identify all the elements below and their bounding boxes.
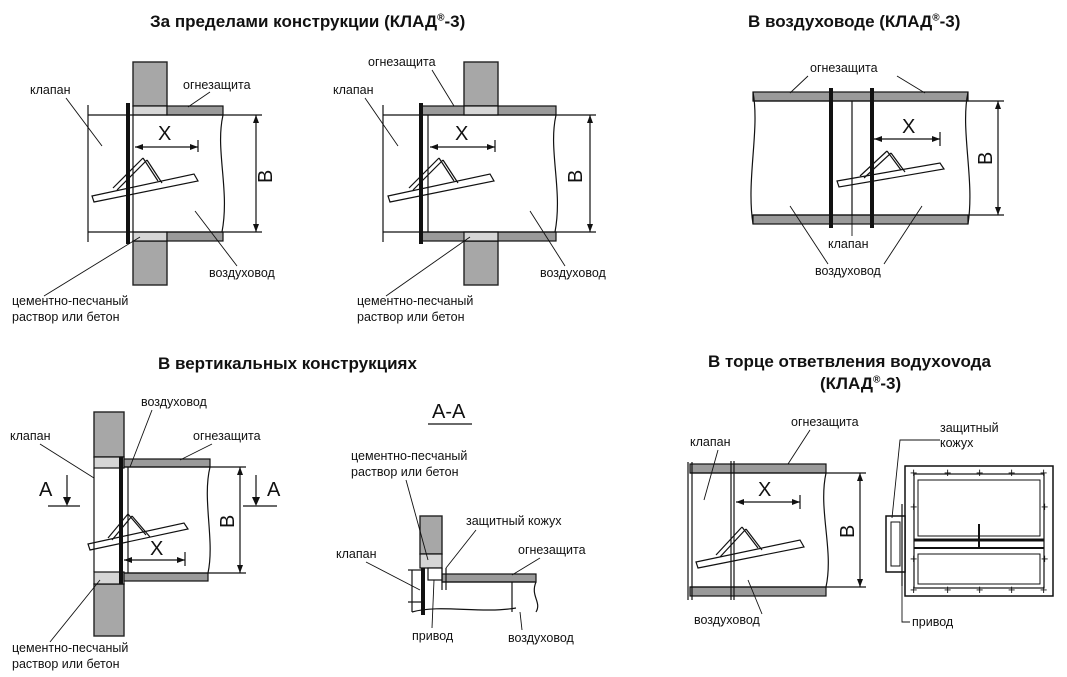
svg-text:+: + xyxy=(910,466,917,480)
dim-b-label-3: В xyxy=(975,152,997,165)
dim-b-label-4: В xyxy=(217,515,239,528)
svg-text:+: + xyxy=(910,583,917,597)
title-outside: За пределами конструкции (КЛАД®-3) xyxy=(150,12,466,31)
wall-upper xyxy=(132,61,168,107)
label-duct-3: воздуховод xyxy=(815,264,882,278)
label-fire-protection: огнезащита xyxy=(183,78,251,92)
svg-text:+: + xyxy=(944,583,951,597)
label-fire-protection-4: огнезащита xyxy=(193,429,261,443)
label-fire-protection-2: огнезащита xyxy=(368,55,436,69)
label-duct-4: воздуховод xyxy=(141,395,208,409)
wall-section xyxy=(419,515,443,555)
label-drive-7: привод xyxy=(912,615,954,629)
svg-text:+: + xyxy=(910,500,917,514)
fire-protection-upper-6 xyxy=(689,463,827,474)
svg-text:+: + xyxy=(1041,552,1048,566)
diagram-outside-right: Х В клапан огнезащита воздуховод цементн… xyxy=(333,55,607,324)
diagram-vertical: Х В А А воздуховод клапан огнезащита цем… xyxy=(10,395,281,671)
label-valve-2: клапан xyxy=(333,83,374,97)
mortar-lower xyxy=(132,231,168,242)
dim-x-label-3: Х xyxy=(902,116,915,138)
svg-text:+: + xyxy=(1040,583,1047,597)
label-mortar-line1-4: цементно-песчаный xyxy=(12,641,128,655)
title-branch-line2: (КЛАД®-3) xyxy=(820,374,902,393)
svg-text:+: + xyxy=(1040,466,1047,480)
label-mortar-line1-2: цементно-песчаный xyxy=(357,294,473,308)
label-mortar-line1: цементно-песчаный xyxy=(12,294,128,308)
drive-inner xyxy=(890,521,901,567)
label-duct-6: воздуховод xyxy=(694,613,761,627)
drive-box xyxy=(427,567,443,581)
svg-text:+: + xyxy=(1041,500,1048,514)
wall-upper-4 xyxy=(93,411,125,458)
dim-b-label: В xyxy=(255,170,277,183)
wall-lower-4 xyxy=(93,583,125,637)
svg-text:+: + xyxy=(944,466,951,480)
diagram-branch-side: Х В клапан огнезащита воздуховод xyxy=(687,415,866,627)
dim-x-label-4: Х xyxy=(150,538,163,560)
wall-lower xyxy=(132,240,168,286)
label-mortar-line1-5: цементно-песчаный xyxy=(351,449,467,463)
label-mortar-line2-4: раствор или бетон xyxy=(12,657,120,671)
svg-text:+: + xyxy=(976,466,983,480)
mortar-upper-2 xyxy=(463,105,499,116)
diagram-outside-left: Х В клапан огнезащита воздуховод цементн… xyxy=(12,61,277,324)
label-duct-5: воздуховод xyxy=(508,631,575,645)
title-vertical: В вертикальных конструкциях xyxy=(158,354,417,373)
label-duct-2: воздуховод xyxy=(540,266,607,280)
label-mortar-line2-5: раствор или бетон xyxy=(351,465,459,479)
dim-x-label-6: Х xyxy=(758,479,771,501)
label-valve-6: клапан xyxy=(690,435,731,449)
title-branch-line1: В торце ответвления водухovода xyxy=(708,352,991,371)
label-fire-protection-6: огнезащита xyxy=(791,415,859,429)
svg-text:+: + xyxy=(1008,466,1015,480)
diagram-branch-front: + + + + + + + + + + + + + + защитный кож… xyxy=(885,421,1054,629)
dim-b-label-2: В xyxy=(565,170,587,183)
dim-b-label-6: В xyxy=(837,525,859,538)
section-mark-left: А xyxy=(39,479,53,501)
section-title: А-А xyxy=(432,401,466,423)
label-duct: воздуховод xyxy=(209,266,276,280)
diagram-in-duct: Х В огнезащита клапан воздуховод xyxy=(750,61,1004,278)
label-valve-3: клапан xyxy=(828,237,869,251)
label-fire-protection-3: огнезащита xyxy=(810,61,878,75)
mortar-lower-2 xyxy=(463,231,499,242)
label-mortar-line2: раствор или бетон xyxy=(12,310,120,324)
fire-protection-section xyxy=(441,573,537,583)
fire-protection-lower-6 xyxy=(689,586,827,597)
label-drive-5: привод xyxy=(412,629,454,643)
mortar-upper xyxy=(132,105,168,116)
svg-text:+: + xyxy=(976,583,983,597)
section-mark-right: А xyxy=(267,479,281,501)
front-lower-panel xyxy=(917,553,1041,585)
dim-x-label: Х xyxy=(158,123,171,145)
svg-text:+: + xyxy=(1008,583,1015,597)
label-valve: клапан xyxy=(30,83,71,97)
label-valve-5: клапан xyxy=(336,547,377,561)
label-protective-cover: защитный кожух xyxy=(466,514,562,528)
fire-protection-lower-3 xyxy=(752,214,969,225)
wall-lower-2 xyxy=(463,240,499,286)
wall-upper-2 xyxy=(463,61,499,107)
fire-protection-upper-4 xyxy=(123,458,211,468)
fire-protection-upper xyxy=(166,105,224,116)
fire-protection-lower-4 xyxy=(123,572,209,582)
fire-protection-upper-3 xyxy=(752,91,969,102)
dim-x-label-2: Х xyxy=(455,123,468,145)
svg-text:+: + xyxy=(910,552,917,566)
label-valve-4: клапан xyxy=(10,429,51,443)
mortar-section xyxy=(419,553,443,569)
label-fire-protection-5: огнезащита xyxy=(518,543,586,557)
label-protective-line2: кожух xyxy=(940,436,974,450)
label-mortar-line2-2: раствор или бетон xyxy=(357,310,465,324)
label-protective-line1: защитный xyxy=(940,421,999,435)
title-in-duct: В воздуховоде (КЛАД®-3) xyxy=(748,12,961,31)
diagram-section-aa: А-А цементно-песчаный раствор или бетон … xyxy=(336,401,586,645)
